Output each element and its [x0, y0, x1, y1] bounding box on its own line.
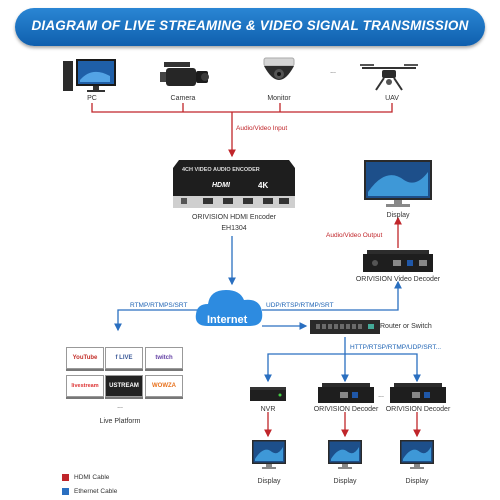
hdmi-cable-sources — [91, 103, 393, 113]
source-label-pc: PC — [87, 95, 97, 102]
protocol-left-label: RTMP/RTMPS/SRT — [130, 302, 188, 309]
video-decoder-right — [363, 250, 433, 272]
display-bottom-label-3: Display — [405, 478, 429, 485]
platform-ustream: USTREAM — [105, 375, 143, 397]
encoder-4k-badge: 4K — [258, 181, 269, 190]
ethernet-internet-to-decoder — [262, 280, 402, 311]
platform-livestream: livestream — [66, 375, 104, 397]
ethernet-internet-to-platform — [114, 309, 198, 332]
pc-icon — [63, 59, 116, 92]
nvr-label: NVR — [260, 406, 276, 413]
protocol-right-label: UDP/RTSP/RTMP/SRT — [266, 302, 334, 309]
display-bottom-3 — [400, 440, 434, 469]
platform-wowza: WOWZA — [145, 375, 183, 397]
decoder-a-label: ORIVISION Decoder — [313, 406, 379, 413]
diagram-title: DIAGRAM OF LIVE STREAMING & VIDEO SIGNAL… — [31, 18, 469, 33]
source-label-uav: UAV — [385, 95, 399, 102]
display-bottom-label-1: Display — [257, 478, 281, 485]
display-monitor-top — [364, 160, 432, 207]
drone-icon — [360, 64, 418, 91]
internet-cloud-icon — [195, 290, 263, 326]
title-banner: DIAGRAM OF LIVE STREAMING & VIDEO SIGNAL… — [15, 8, 485, 46]
audio-video-output-label: Audio/Video Output — [326, 232, 383, 239]
platform-twitch: twitch — [145, 347, 183, 369]
dome-camera-icon — [263, 57, 295, 80]
decoder-a-device — [318, 383, 374, 403]
platform-facebook-live: f LIVE — [105, 347, 143, 369]
decoder-b-label: ORIVISION Decoder — [385, 406, 451, 413]
legend-ethernet-label: Ethernet Cable — [74, 488, 118, 495]
audio-video-input-label: Audio/Video Input — [236, 125, 288, 132]
source-label-camera: Camera — [170, 95, 196, 102]
hdmi-encoder-device — [173, 160, 295, 208]
decoder-b-device — [390, 383, 446, 403]
router-switch-icon — [310, 320, 380, 334]
source-label-monitor: Monitor — [267, 95, 291, 102]
display-bottom-2 — [328, 440, 362, 469]
legend-hdmi-label: HDMI Cable — [74, 474, 110, 481]
decoder-right-label: ORIVISION Video Decoder — [355, 276, 441, 283]
bottom-ellipsis: ... — [378, 392, 384, 399]
sources-ellipsis: ... — [330, 68, 336, 75]
legend-hdmi-swatch — [62, 474, 69, 481]
router-label: Router or Switch — [380, 323, 432, 330]
display-bottom-1 — [252, 440, 286, 469]
protocol-bottom-label: HTTP/RTSP/RTMP/UDP/SRT... — [350, 344, 442, 351]
encoder-model: EH1304 — [221, 225, 247, 232]
display-top-label: Display — [386, 212, 410, 219]
nvr-device — [250, 387, 286, 401]
encoder-name: ORIVISION HDMI Encoder — [191, 214, 277, 221]
internet-label: Internet — [207, 314, 248, 326]
encoder-front-text: 4CH VIDEO AUDIO ENCODER — [182, 167, 260, 173]
live-platform-label: Live Platform — [99, 418, 141, 425]
platform-ellipsis: ... — [117, 403, 123, 410]
camera-icon — [160, 62, 209, 86]
legend-ethernet-swatch — [62, 488, 69, 495]
display-bottom-label-2: Display — [333, 478, 357, 485]
encoder-hdmi-badge: HDMI — [212, 182, 230, 189]
platform-youtube: YouTube — [66, 347, 104, 369]
